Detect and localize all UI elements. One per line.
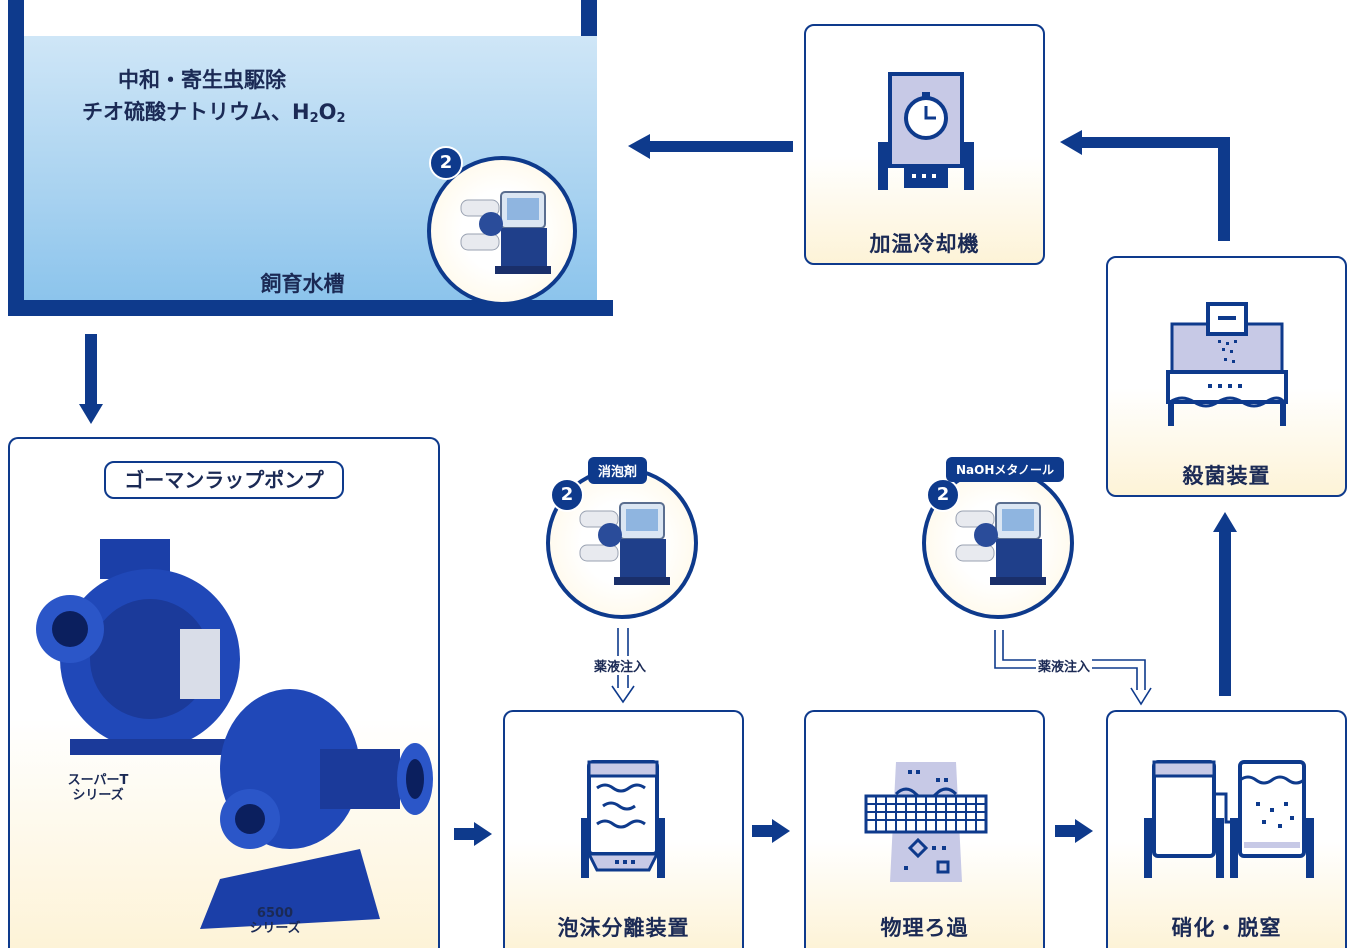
foam-inject-label: 薬液注入 bbox=[592, 656, 649, 675]
tank-wall-left bbox=[8, 0, 24, 316]
naoh-inject-label: 薬液注入 bbox=[1036, 656, 1093, 675]
gorman-pumps-illustration bbox=[36, 539, 433, 929]
sterilizer-label: 殺菌装置 bbox=[1182, 464, 1271, 488]
sterilizer-box: 殺菌装置 bbox=[1106, 256, 1347, 497]
gorman-pump-title: ゴーマンラップポンプ bbox=[104, 461, 344, 499]
tank-treatment-title: 中和・寄生虫駆除 bbox=[118, 68, 286, 92]
dosing-pump-icon bbox=[955, 502, 1046, 585]
nitrification-box: 硝化・脱窒 bbox=[1106, 710, 1347, 948]
tank-wall-bottom bbox=[8, 300, 613, 316]
physical-filter-label: 物理ろ過 bbox=[880, 916, 969, 940]
dosing-pump-image bbox=[427, 156, 577, 306]
foam-dosing-pump-image bbox=[546, 467, 698, 619]
foam-separator-box: 泡沫分離装置 bbox=[503, 710, 744, 948]
naoh-methanol-tag: NaOHメタノール bbox=[946, 457, 1065, 482]
pump-number-badge: 2 bbox=[429, 146, 463, 180]
sterilizer-icon bbox=[1166, 302, 1288, 426]
naoh-dosing-pump-image bbox=[922, 467, 1074, 619]
foam-separator-label: 泡沫分離装置 bbox=[557, 916, 690, 940]
nitrification-label: 硝化・脱窒 bbox=[1171, 916, 1282, 940]
foam-separator-icon bbox=[581, 760, 665, 878]
dosing-pump-icon bbox=[460, 191, 551, 274]
nitrification-icon bbox=[1144, 760, 1314, 878]
naoh-pump-number-badge: 2 bbox=[926, 478, 960, 512]
heater-cooler-box: 加温冷却機 bbox=[804, 24, 1045, 265]
dosing-pump-icon bbox=[579, 502, 670, 585]
physical-filter-box: 物理ろ過 bbox=[804, 710, 1045, 948]
tank-label: 飼育水槽 bbox=[260, 272, 345, 296]
defoamer-tag: 消泡剤 bbox=[588, 457, 648, 484]
heater-cooler-icon bbox=[878, 72, 974, 190]
tank-chemicals: チオ硫酸ナトリウム、H2O2 bbox=[82, 100, 346, 126]
foam-pump-number-badge: 2 bbox=[550, 478, 584, 512]
heater-cooler-label: 加温冷却機 bbox=[869, 232, 980, 256]
physical-filter-icon bbox=[864, 762, 988, 882]
